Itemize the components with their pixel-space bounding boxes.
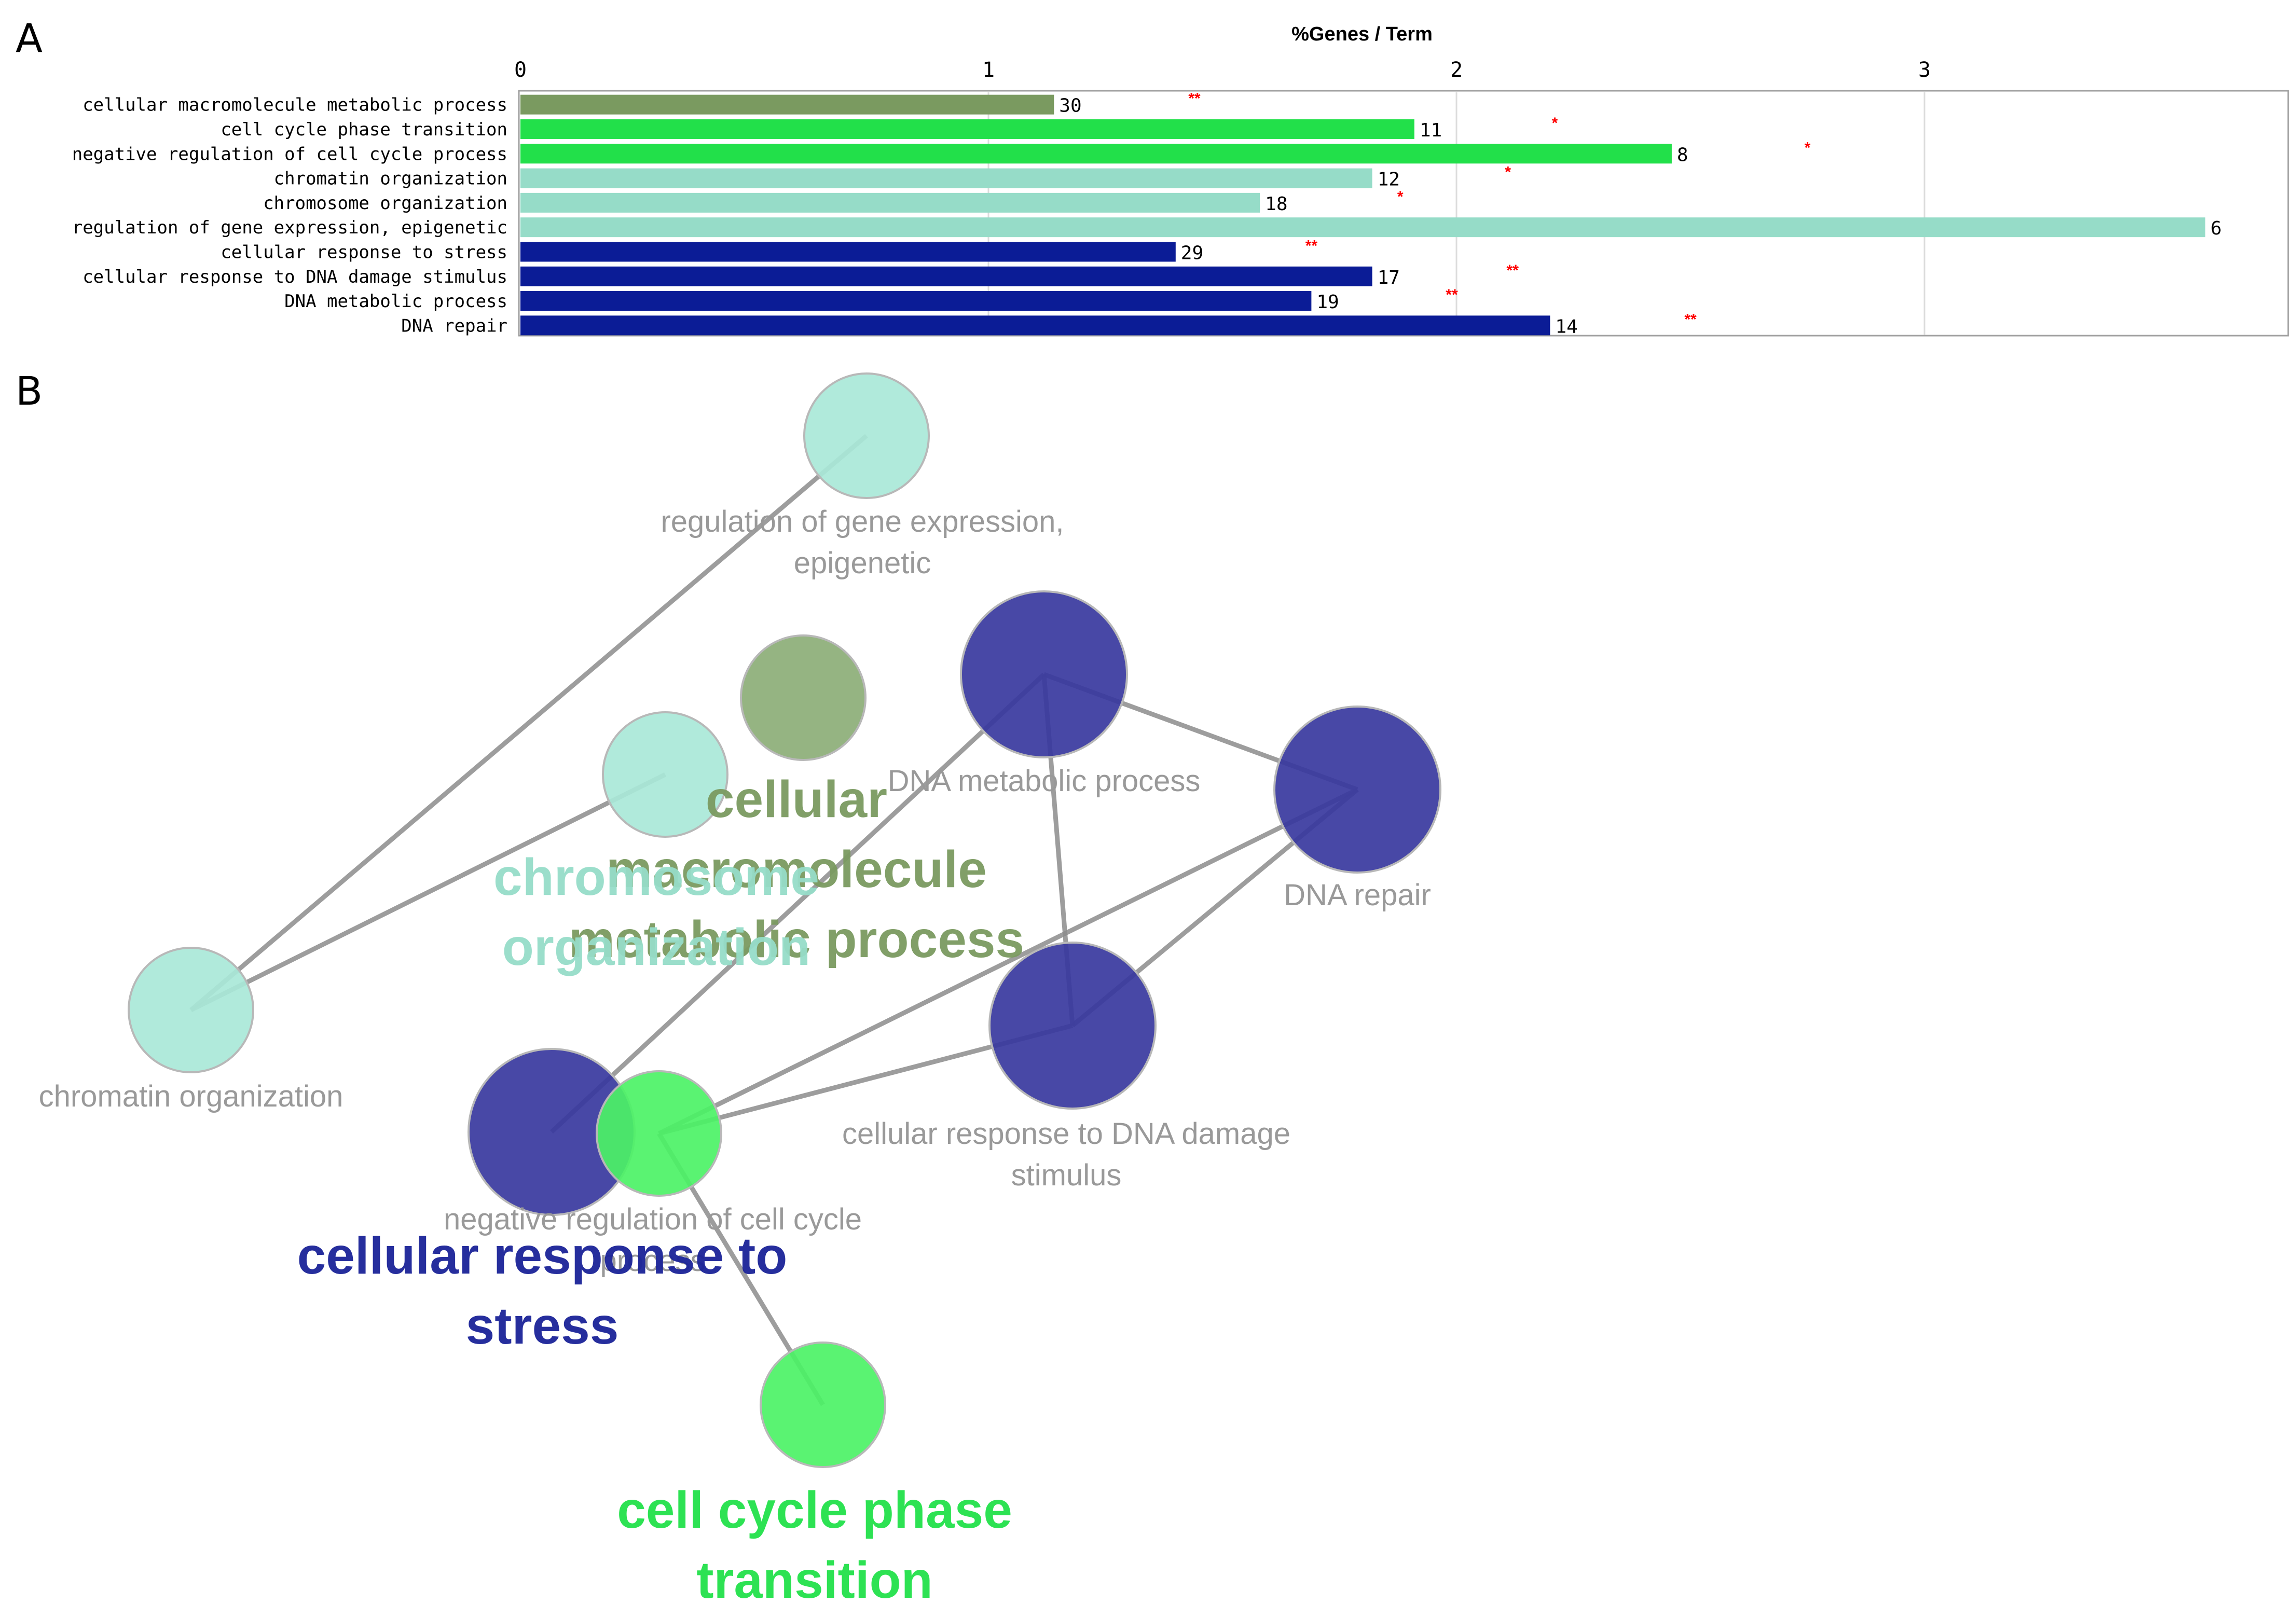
category-label: cell cycle phase transition xyxy=(221,119,507,140)
node-label: DNA repair xyxy=(1284,878,1431,912)
bar xyxy=(520,119,1414,139)
category-label: cellular response to stress xyxy=(221,242,507,262)
bar-count-label: 18 xyxy=(1265,193,1287,215)
bar-count-label: 12 xyxy=(1378,169,1400,190)
bar-count-label: 8 xyxy=(1677,144,1688,165)
bar xyxy=(520,266,1372,286)
bar-count-label: 19 xyxy=(1316,292,1339,313)
significance-marker: * xyxy=(1805,139,1811,156)
network-edge xyxy=(549,672,1046,1134)
significance-marker: * xyxy=(1505,164,1511,181)
category-label: DNA metabolic process xyxy=(284,291,507,312)
category-label: cellular response to DNA damage stimulus xyxy=(83,267,507,287)
bar xyxy=(520,94,1054,115)
panel-b-label: B xyxy=(16,368,43,414)
bar-count-label: 30 xyxy=(1059,95,1081,117)
node-label: DNA metabolic process xyxy=(888,764,1201,798)
node-regulation-gene-expr xyxy=(803,372,930,499)
plot-frame xyxy=(518,90,2289,337)
x-tick-label: 0 xyxy=(514,58,527,82)
bar-count-label: 6 xyxy=(2210,218,2222,239)
bar xyxy=(520,192,1260,213)
category-label: chromosome organization xyxy=(263,193,507,214)
node-chromatin-org xyxy=(128,947,254,1073)
category-label: negative regulation of cell cycle proces… xyxy=(72,144,507,164)
bar-count-label: 14 xyxy=(1555,316,1577,337)
x-tick-label: 2 xyxy=(1450,58,1463,82)
node-cell-cycle-phase xyxy=(760,1342,886,1468)
panel-a-label: A xyxy=(16,15,43,61)
category-label: chromatin organization xyxy=(274,169,507,189)
category-label: regulation of gene expression, epigeneti… xyxy=(72,217,507,238)
network-edge xyxy=(189,772,667,1013)
bar xyxy=(520,144,1672,164)
network-edge xyxy=(658,787,1358,1136)
significance-marker: ** xyxy=(1507,262,1519,279)
bar-count-label: 29 xyxy=(1181,242,1203,264)
significance-marker: ** xyxy=(1188,90,1201,107)
node-dna-repair xyxy=(1273,706,1441,874)
significance-marker: ** xyxy=(1684,311,1697,328)
x-tick-label: 3 xyxy=(1918,58,1931,82)
node-cellular-response-dna xyxy=(988,942,1157,1110)
node-label: chromatin organization xyxy=(39,1080,343,1113)
bar-count-label: 11 xyxy=(1420,120,1442,141)
bar xyxy=(520,168,1372,188)
chart-title: %Genes / Term xyxy=(1291,23,1433,45)
category-label: DNA repair xyxy=(401,315,507,336)
significance-marker: * xyxy=(1397,188,1404,205)
significance-marker: ** xyxy=(1305,237,1318,254)
category-label: cellular macromolecule metabolic process xyxy=(83,95,507,116)
network-edge xyxy=(189,434,868,1012)
node-negative-regulation xyxy=(596,1070,722,1197)
node-dna-metabolic xyxy=(960,590,1128,758)
node-label: regulation of gene expression,epigenetic xyxy=(661,505,1064,580)
bar xyxy=(520,242,1176,262)
x-tick-label: 1 xyxy=(982,58,995,82)
node-chromosome-org xyxy=(602,711,728,838)
node-cellular-macromolecule xyxy=(740,634,867,761)
bar xyxy=(520,291,1312,311)
network-graph: regulation of gene expression,epigenetic… xyxy=(39,372,1441,1604)
bar-count-label: 17 xyxy=(1378,267,1400,288)
bar xyxy=(520,315,1550,336)
significance-marker: * xyxy=(1552,115,1558,132)
significance-marker: ** xyxy=(1446,286,1458,303)
bar xyxy=(520,217,2206,238)
